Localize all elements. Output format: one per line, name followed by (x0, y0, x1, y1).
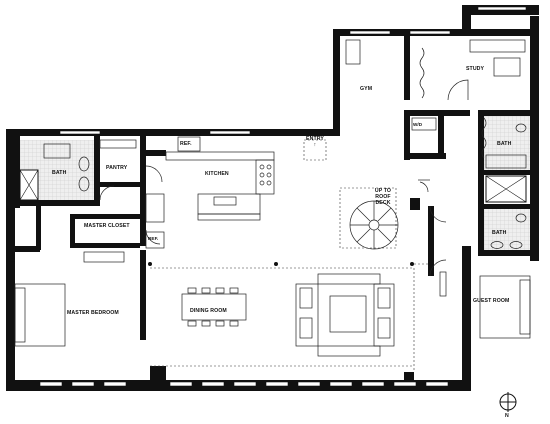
label-stair-line3: DECK (375, 200, 391, 206)
doors (99, 79, 469, 277)
label-kitchen: KITCHEN (205, 171, 229, 177)
label-bath-guest-lower: BATH (492, 230, 507, 236)
label-guest-room: GUEST ROOM (473, 298, 510, 304)
study-closet-doors (419, 47, 487, 159)
label-bath-master: BATH (52, 170, 67, 176)
north-compass (499, 392, 517, 412)
bottom-windows (39, 381, 449, 387)
label-stair-line1: UP TO (374, 188, 392, 194)
label-dining-room: DINING ROOM (190, 308, 227, 314)
label-pantry: PANTRY (106, 165, 128, 171)
label-entry: ENTRY ↑ (304, 136, 326, 148)
interior-walls (15, 36, 530, 340)
spiral-stair (349, 200, 399, 250)
dashed-lines (150, 139, 430, 370)
label-ref-small: REF. (148, 236, 159, 241)
fixtures (14, 39, 531, 357)
label-master-closet: MASTER CLOSET (84, 223, 130, 229)
label-entry-line2: ↑ (313, 142, 317, 148)
showers (19, 169, 527, 203)
label-ref-kitchen: REF. (180, 141, 192, 147)
label-master-bedroom: MASTER BEDROOM (67, 310, 119, 316)
label-stair-line2: ROOF (375, 194, 391, 200)
label-bath-guest-upper: BATH (497, 141, 512, 147)
label-gym: GYM (360, 86, 373, 92)
compass-north-label: N (505, 413, 509, 419)
label-study: STUDY (466, 66, 485, 72)
column-dots (11, 258, 414, 266)
label-entry-line1: ENTRY (306, 136, 324, 142)
label-wd: W/D (413, 122, 423, 127)
label-stair: UP TO ROOF DECK (370, 188, 396, 206)
